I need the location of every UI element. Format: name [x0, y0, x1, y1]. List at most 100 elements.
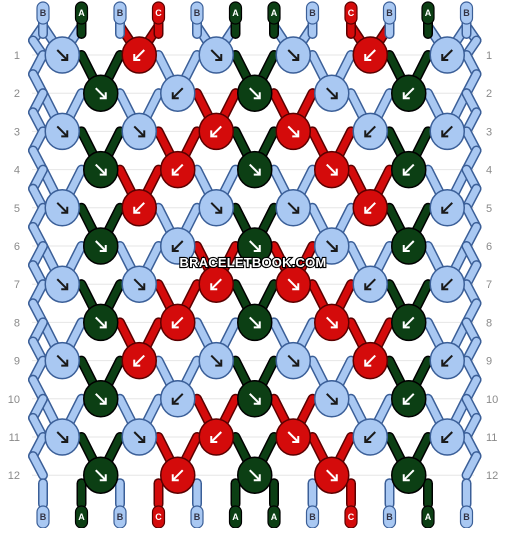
row-number-left: 4 — [14, 165, 20, 177]
thread-segment — [463, 452, 480, 479]
knot — [83, 227, 119, 265]
arrow-down-right-icon — [56, 278, 69, 291]
arrow-down-right-icon — [249, 316, 261, 329]
svg-text:B: B — [386, 8, 393, 18]
arrow-down-right-icon — [249, 469, 261, 482]
arrow-down-right-icon — [95, 163, 107, 176]
watermark: BRACELETBOOK.COM — [180, 255, 327, 270]
strand-label-top: B — [190, 1, 204, 25]
row-number-right: 9 — [486, 356, 492, 368]
knot — [237, 303, 273, 342]
knot — [275, 265, 311, 303]
knot — [121, 341, 157, 380]
svg-text:B: B — [463, 512, 470, 522]
knot — [121, 418, 157, 456]
knot — [83, 74, 119, 112]
arrow-down-left-icon — [171, 163, 184, 176]
knot — [391, 380, 427, 418]
knot — [121, 189, 157, 227]
strand-label-bottom: B — [113, 505, 127, 529]
svg-text:C: C — [155, 512, 162, 522]
arrow-down-left-icon — [441, 278, 453, 291]
knot — [391, 74, 427, 112]
arrow-down-left-icon — [402, 163, 415, 176]
knot — [429, 36, 465, 74]
knot — [44, 418, 80, 456]
row-number-right: 11 — [486, 432, 497, 444]
knot — [44, 112, 80, 151]
knot — [314, 303, 350, 342]
strand-label-bottom: A — [74, 505, 89, 529]
arrow-down-left-icon — [210, 278, 222, 291]
arrow-down-right-icon — [326, 240, 338, 252]
row-number-right: 5 — [486, 203, 492, 215]
svg-text:A: A — [425, 512, 432, 522]
arrow-down-left-icon — [364, 202, 376, 214]
arrow-down-right-icon — [95, 87, 107, 100]
svg-text:A: A — [78, 8, 85, 18]
arrow-down-left-icon — [171, 87, 184, 100]
row-number-right: 8 — [486, 317, 492, 329]
strand-label-top: A — [267, 1, 281, 25]
knot — [83, 303, 119, 342]
arrow-down-left-icon — [364, 278, 376, 291]
knot — [44, 36, 80, 74]
strand-label-top: B — [36, 1, 50, 25]
knot — [314, 150, 350, 189]
svg-text:B: B — [309, 8, 316, 18]
knot — [275, 112, 311, 151]
svg-text:B: B — [386, 512, 393, 522]
strand-label-top: A — [421, 1, 435, 25]
arrow-down-right-icon — [287, 354, 300, 367]
arrow-down-right-icon — [133, 431, 146, 443]
row-number-left: 1 — [14, 50, 20, 62]
knot — [352, 418, 388, 456]
strand-label-top: B — [113, 1, 127, 25]
strand-label-top: A — [228, 1, 243, 25]
svg-text:A: A — [425, 8, 432, 18]
arrow-down-left-icon — [402, 469, 415, 482]
knot — [429, 112, 465, 151]
arrow-down-right-icon — [210, 354, 223, 367]
svg-text:B: B — [463, 8, 470, 18]
knot — [429, 341, 465, 380]
knot — [237, 227, 273, 265]
knot — [314, 456, 350, 494]
svg-text:B: B — [40, 8, 47, 18]
svg-text:B: B — [40, 512, 47, 522]
knot — [83, 150, 119, 189]
svg-text:B: B — [194, 512, 201, 522]
knot — [160, 456, 196, 494]
knot — [237, 456, 273, 494]
strand-label-bottom: B — [459, 505, 474, 529]
arrow-down-right-icon — [95, 393, 107, 405]
row-number-right: 1 — [486, 50, 492, 62]
svg-text:B: B — [309, 512, 316, 522]
svg-text:B: B — [117, 8, 124, 18]
arrow-down-right-icon — [56, 431, 69, 443]
row-number-right: 4 — [486, 165, 492, 177]
thread-segment — [29, 452, 47, 479]
arrow-down-left-icon — [441, 431, 453, 443]
row-number-left: 6 — [14, 241, 20, 253]
arrow-down-right-icon — [287, 49, 300, 61]
arrow-down-left-icon — [133, 49, 145, 61]
knot — [429, 265, 465, 303]
knot — [352, 189, 388, 227]
arrow-down-right-icon — [249, 240, 261, 252]
knot — [391, 456, 427, 494]
arrow-down-right-icon — [56, 202, 69, 214]
knot — [160, 74, 196, 112]
strand-label-bottom: A — [267, 505, 281, 529]
svg-text:B: B — [117, 512, 124, 522]
svg-text:A: A — [271, 512, 278, 522]
arrow-down-left-icon — [441, 125, 453, 138]
arrow-down-right-icon — [95, 469, 107, 482]
knot — [237, 74, 273, 112]
knot — [275, 341, 311, 380]
strand-label-top: B — [305, 1, 320, 25]
knot — [314, 227, 350, 265]
arrow-down-right-icon — [95, 240, 107, 252]
knot — [160, 227, 196, 265]
